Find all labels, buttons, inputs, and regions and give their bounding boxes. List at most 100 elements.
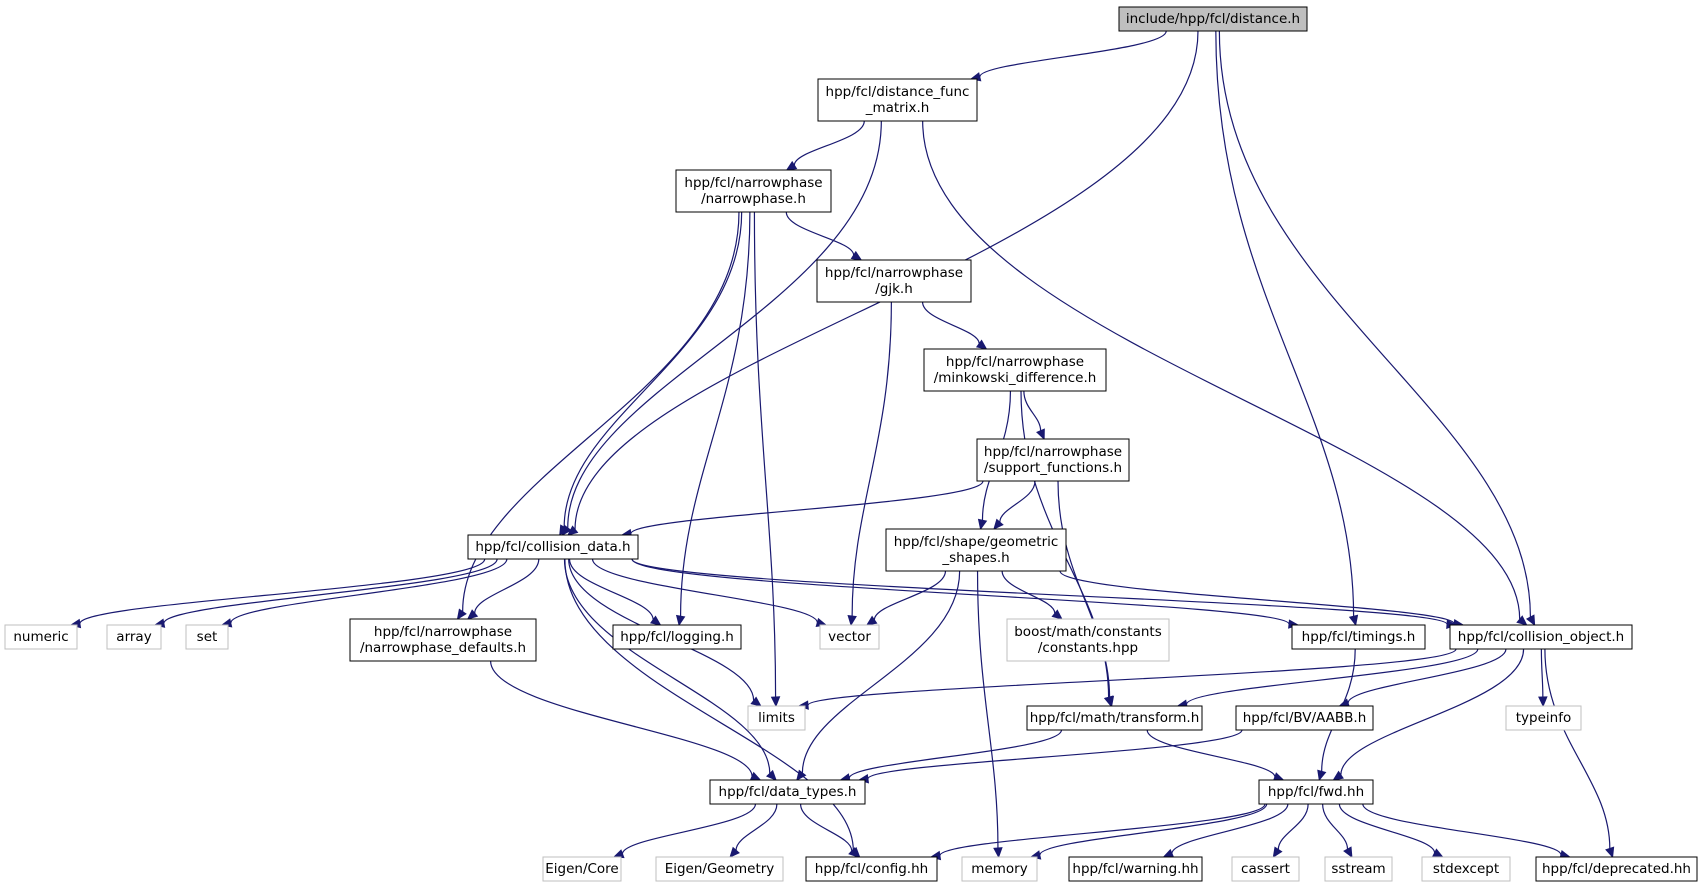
node-distance-h: include/hpp/fcl/distance.h xyxy=(1118,6,1308,32)
edge-line xyxy=(979,30,1167,78)
arrowhead xyxy=(765,769,777,781)
node-label: hpp/fcl/deprecated.hh xyxy=(1542,861,1691,877)
node-logging[interactable]: hpp/fcl/logging.h xyxy=(612,624,742,650)
node-label: hpp/fcl/narrowphase xyxy=(825,265,963,281)
edge-line xyxy=(1185,648,1479,705)
node-collision-object[interactable]: hpp/fcl/collision_object.h xyxy=(1449,624,1633,650)
node-box xyxy=(1291,624,1426,650)
node-box xyxy=(976,438,1130,482)
edge-fwd-to-memory xyxy=(1029,803,1268,860)
node-geometric-shapes[interactable]: hpp/fcl/shape/geometric_shapes.h xyxy=(885,528,1067,572)
node-box xyxy=(1535,856,1698,882)
arrowhead xyxy=(559,524,569,537)
edge-distance_h-to-timings xyxy=(1215,30,1359,627)
node-sstream: sstream xyxy=(1324,856,1393,882)
node-box xyxy=(1235,705,1374,731)
edge-distance_func_matrix-to-narrowphase xyxy=(785,120,865,171)
node-label: Eigen/Geometry xyxy=(665,861,775,877)
node-box xyxy=(747,705,806,731)
node-collision-data[interactable]: hpp/fcl/collision_data.h xyxy=(467,534,639,560)
edge-line xyxy=(489,660,753,777)
node-narrowphase[interactable]: hpp/fcl/narrowphase/narrowphase.h xyxy=(675,169,832,213)
edge-line xyxy=(1218,30,1532,618)
edge-collision_object-to-typeinfo xyxy=(1538,648,1548,708)
arrowhead xyxy=(1272,846,1283,859)
arrowhead xyxy=(675,614,686,627)
edge-support_functions-to-geometric_shapes xyxy=(993,480,1036,530)
node-label: hpp/fcl/config.hh xyxy=(815,861,928,877)
arrowhead xyxy=(1051,609,1063,620)
arrowhead xyxy=(993,847,1003,859)
edge-line xyxy=(1340,648,1525,775)
node-transform[interactable]: hpp/fcl/math/transform.h xyxy=(1026,705,1203,731)
arrowhead xyxy=(612,849,625,859)
node-box xyxy=(885,528,1067,572)
node-aabb[interactable]: hpp/fcl/BV/AABB.h xyxy=(1235,705,1374,731)
edge-collision_data-to-logging xyxy=(568,558,662,626)
edge-distance_func_matrix-to-collision_object xyxy=(922,120,1528,626)
edge-line xyxy=(564,558,854,851)
edge-line xyxy=(474,558,540,614)
edge-line xyxy=(753,211,777,698)
edge-line xyxy=(1540,648,1544,698)
node-label: hpp/fcl/distance_func xyxy=(826,84,970,100)
node-timings[interactable]: hpp/fcl/timings.h xyxy=(1291,624,1426,650)
edge-fwd-to-cassert xyxy=(1272,803,1309,859)
node-data-types[interactable]: hpp/fcl/data_types.h xyxy=(709,779,866,805)
edge-data_types-to-eigen_geometry xyxy=(729,803,778,858)
node-label: hpp/fcl/shape/geometric xyxy=(894,534,1059,550)
arrowhead xyxy=(975,339,988,350)
node-label: hpp/fcl/data_types.h xyxy=(719,784,857,800)
node-gjk[interactable]: hpp/fcl/narrowphase/gjk.h xyxy=(816,259,972,303)
node-label: hpp/fcl/collision_object.h xyxy=(1458,629,1624,645)
node-label: /minkowski_difference.h xyxy=(934,370,1097,386)
edge-fwd-to-stdexcept xyxy=(1338,803,1444,858)
node-box xyxy=(1258,779,1374,805)
edge-collision_object-to-fwd xyxy=(1332,648,1525,781)
edge-narrowphase-to-limits xyxy=(753,211,781,708)
node-label: hpp/fcl/fwd.hh xyxy=(1268,784,1364,800)
edge-line xyxy=(922,120,1521,620)
edge-collision_data-to-narrowphase_defaults xyxy=(466,558,540,620)
node-label: limits xyxy=(758,710,795,726)
edge-fwd-to-sstream xyxy=(1322,803,1353,859)
node-fwd[interactable]: hpp/fcl/fwd.hh xyxy=(1258,779,1374,805)
edge-distance_h-to-distance_func_matrix xyxy=(969,30,1167,82)
node-config[interactable]: hpp/fcl/config.hh xyxy=(805,856,938,882)
edge-line xyxy=(1023,390,1042,431)
edge-fwd-to-config xyxy=(929,803,1266,861)
node-set: set xyxy=(185,624,229,650)
arrowhead xyxy=(1605,846,1615,859)
edge-fwd-to-deprecated xyxy=(1362,803,1571,860)
node-label: _shapes.h xyxy=(941,550,1009,566)
node-narrowphase-defaults[interactable]: hpp/fcl/narrowphase/narrowphase_defaults… xyxy=(349,618,537,662)
edge-line xyxy=(799,803,853,852)
edge-line xyxy=(1362,803,1562,856)
node-box xyxy=(106,624,162,650)
edge-line xyxy=(1146,729,1276,778)
edge-geometric_shapes-to-data_types xyxy=(796,570,961,781)
edge-collision_data-to-array xyxy=(153,558,498,628)
node-label: hpp/fcl/narrowphase xyxy=(984,444,1122,460)
edge-line xyxy=(1347,648,1507,704)
edge-support_functions-to-transform xyxy=(1057,480,1115,708)
node-warning[interactable]: hpp/fcl/warning.hh xyxy=(1068,856,1203,882)
node-box xyxy=(961,856,1038,882)
edge-line xyxy=(79,558,486,625)
node-box xyxy=(816,259,972,303)
edge-line xyxy=(793,120,865,166)
node-eigen-geometry: Eigen/Geometry xyxy=(655,856,784,882)
edge-fwd-to-warning xyxy=(1162,803,1289,858)
arrowhead xyxy=(850,250,863,261)
edge-narrowphase-to-logging xyxy=(675,211,751,627)
node-box xyxy=(1118,6,1308,32)
node-box xyxy=(1421,856,1511,882)
node-deprecated[interactable]: hpp/fcl/deprecated.hh xyxy=(1535,856,1698,882)
edge-line xyxy=(591,558,818,623)
edge-line xyxy=(1544,648,1611,849)
node-distance-func-matrix[interactable]: hpp/fcl/distance_func_matrix.h xyxy=(817,78,978,122)
edge-narrowphase_defaults-to-data_types xyxy=(489,660,762,781)
node-minkowski[interactable]: hpp/fcl/narrowphase/minkowski_difference… xyxy=(923,348,1107,392)
node-label: _matrix.h xyxy=(865,100,930,116)
node-support-functions[interactable]: hpp/fcl/narrowphase/support_functions.h xyxy=(976,438,1130,482)
